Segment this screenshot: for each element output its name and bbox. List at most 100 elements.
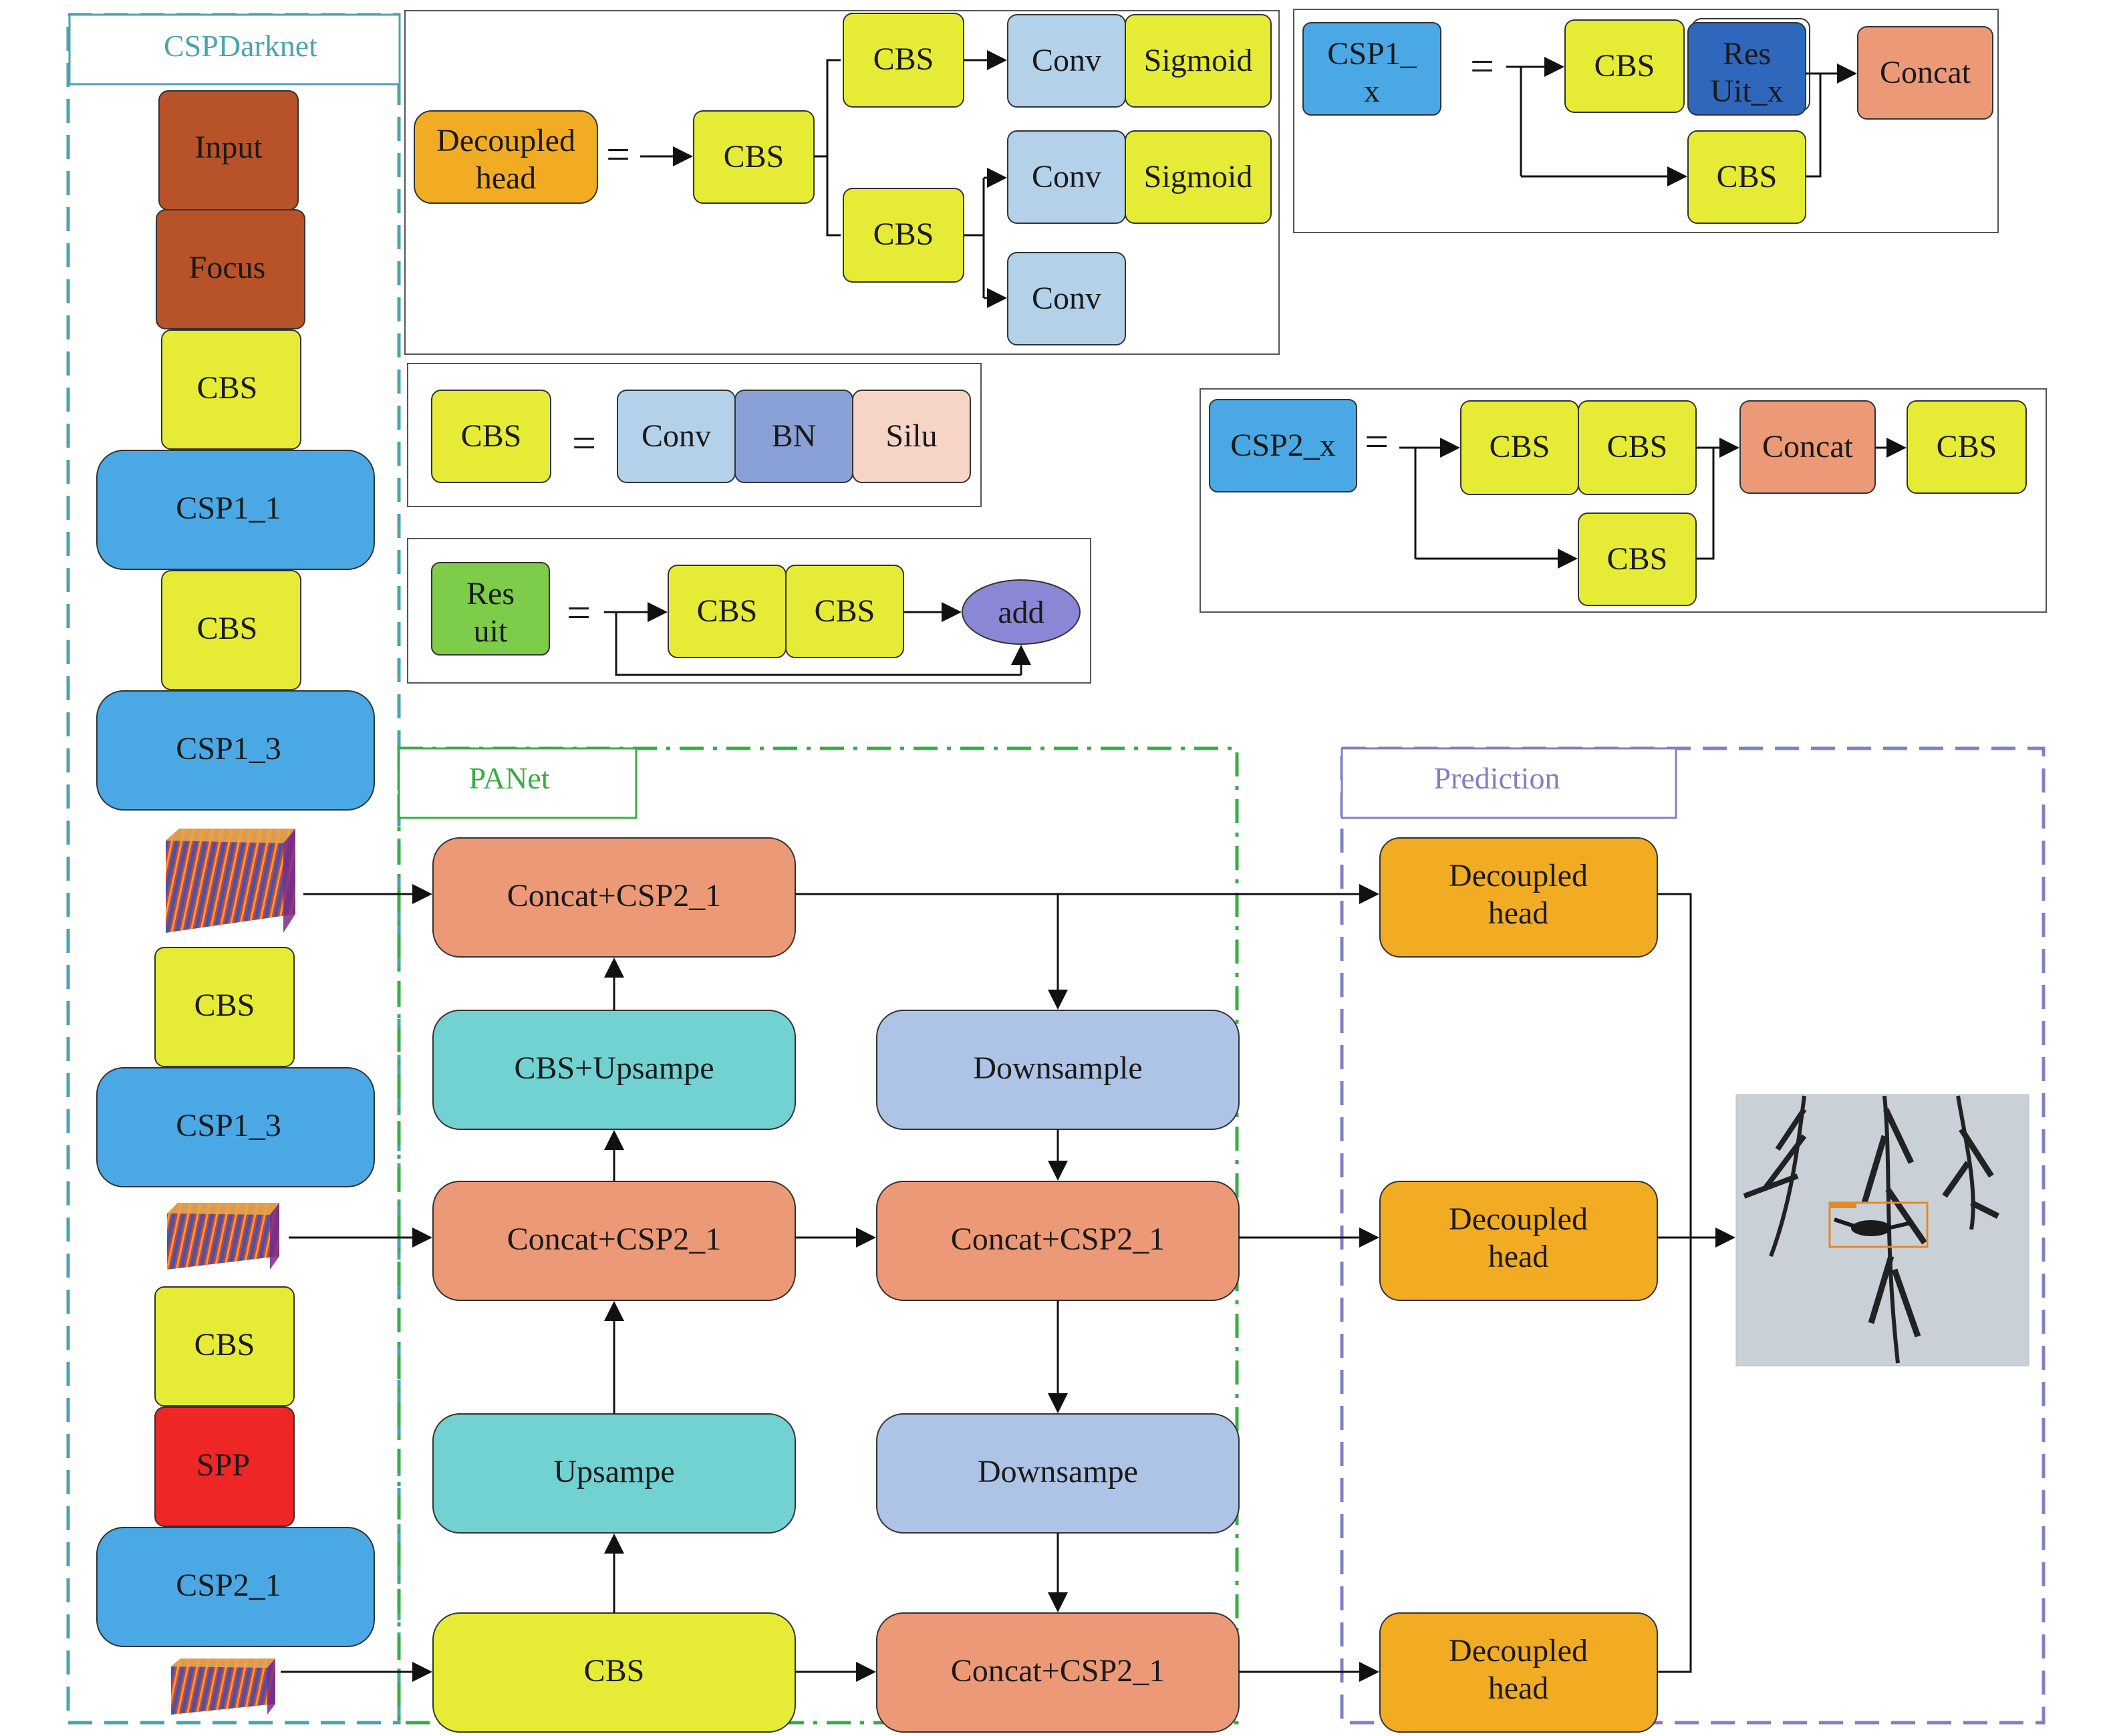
legend-resunit-cbs-a: CBS	[668, 565, 787, 658]
equals-sign: =	[1470, 42, 1494, 90]
svg-text:Res: Res	[466, 576, 515, 611]
svg-text:x: x	[1364, 74, 1380, 109]
svg-text:CBS: CBS	[1607, 541, 1668, 577]
connector-arrows	[281, 884, 1735, 1682]
legend-decoupled-lhs: Decoupled head	[414, 110, 598, 204]
legend-cbs-bn: BN	[734, 390, 853, 483]
legend-csp2-cbs-a: CBS	[1460, 400, 1579, 495]
equals-sign: =	[572, 419, 596, 466]
svg-text:CBS: CBS	[1937, 429, 1997, 464]
svg-text:Decoupled: Decoupled	[436, 123, 575, 158]
legend-csp1: CSP1_ x = CBS Res Uit_x Concat CBS	[1293, 9, 1999, 233]
svg-text:Downsample: Downsample	[973, 1050, 1142, 1086]
legend-cbs-conv: Conv	[617, 390, 736, 483]
legend-decoupled-conv-c: Conv	[1007, 252, 1126, 345]
legend-decoupled-sigmoid-a: Sigmoid	[1125, 14, 1272, 108]
feature-map-small	[171, 1658, 275, 1715]
svg-text:Conv: Conv	[1032, 281, 1101, 316]
svg-text:Upsampe: Upsampe	[553, 1454, 674, 1489]
legend-decoupled-cbs-a: CBS	[693, 110, 815, 204]
svg-text:BN: BN	[772, 418, 817, 454]
svg-text:CBS: CBS	[461, 418, 522, 454]
legend-csp2-lhs: CSP2_x	[1209, 399, 1357, 492]
equals-sign: =	[567, 589, 591, 636]
svg-text:Concat+CSP2_1: Concat+CSP2_1	[951, 1653, 1165, 1689]
svg-text:CBS: CBS	[873, 216, 934, 252]
backbone-spp-block: SPP	[154, 1407, 295, 1527]
legend-resunit-add: add	[962, 579, 1081, 645]
svg-text:Concat+CSP2_1: Concat+CSP2_1	[951, 1221, 1165, 1257]
neck-title: PANet	[469, 761, 550, 795]
svg-text:CSP1_: CSP1_	[1327, 36, 1417, 71]
neck-concat-top: Concat+CSP2_1	[432, 837, 796, 958]
svg-text:Conv: Conv	[1032, 159, 1101, 194]
backbone-csp1-3-block-b: CSP1_3	[96, 1067, 375, 1187]
legend-decoupled-sigmoid-b: Sigmoid	[1125, 130, 1272, 224]
svg-text:CBS: CBS	[197, 611, 258, 646]
backbone-cbs-block-3: CBS	[154, 947, 295, 1067]
legend-csp2-concat: Concat	[1739, 400, 1876, 494]
backbone-csp2-1-block: CSP2_1	[96, 1527, 375, 1647]
svg-text:CBS: CBS	[1490, 429, 1550, 464]
legend-csp2-cbs-c: CBS	[1907, 400, 2027, 494]
svg-text:CSP2_x: CSP2_x	[1230, 428, 1335, 463]
legend-decoupled-head: Decoupled head = CBS CBS CBS Conv Sigmoi…	[404, 10, 1280, 355]
neck-cbs-upsampe: CBS+Upsampe	[432, 1010, 796, 1130]
legend-csp1-cbs-a: CBS	[1564, 19, 1685, 113]
svg-text:head: head	[1488, 1239, 1549, 1274]
prediction-head-1: Decoupled head	[1379, 837, 1658, 958]
svg-text:CBS: CBS	[724, 139, 785, 174]
svg-text:head: head	[1488, 895, 1549, 931]
backbone-title-box: CSPDarknet	[68, 13, 401, 86]
legend-resunit-lhs: Res uit	[431, 562, 550, 656]
svg-text:Silu: Silu	[885, 418, 937, 454]
svg-text:CSP1_1: CSP1_1	[176, 490, 281, 526]
legend-csp1-resuit: Res Uit_x	[1687, 18, 1810, 116]
svg-text:CSP2_1: CSP2_1	[176, 1568, 281, 1603]
svg-text:CBS: CBS	[815, 593, 875, 629]
neck-concat-bottom: Concat+CSP2_1	[876, 1612, 1240, 1733]
svg-text:Sigmoid: Sigmoid	[1144, 43, 1253, 78]
equals-sign: =	[606, 130, 630, 178]
feature-map-large	[166, 829, 295, 933]
svg-text:CBS: CBS	[1594, 48, 1655, 84]
legend-csp2-cbs-b: CBS	[1578, 400, 1697, 495]
neck-title-box: PANet	[398, 747, 638, 819]
svg-text:Sigmoid: Sigmoid	[1144, 159, 1253, 194]
prediction-head-2: Decoupled head	[1379, 1181, 1658, 1301]
legend-csp2-cbs-d: CBS	[1578, 513, 1697, 606]
svg-text:CBS: CBS	[1717, 159, 1778, 194]
backbone-title: CSPDarknet	[164, 29, 317, 63]
prediction-head-3: Decoupled head	[1379, 1612, 1658, 1733]
legend-resunit: Res uit = CBS CBS add	[407, 538, 1091, 684]
svg-text:Uit_x: Uit_x	[1710, 74, 1783, 109]
detection-result-image	[1735, 1094, 2029, 1366]
svg-text:Concat+CSP2_1: Concat+CSP2_1	[507, 1221, 721, 1257]
prediction-title: Prediction	[1433, 761, 1560, 795]
svg-text:CBS: CBS	[197, 370, 258, 406]
svg-text:Res: Res	[1723, 36, 1771, 71]
legend-csp1-cbs-b: CBS	[1687, 130, 1806, 224]
svg-text:CBS: CBS	[584, 1653, 645, 1689]
neck-downsampe: Downsampe	[876, 1413, 1240, 1534]
neck-upsampe: Upsampe	[432, 1413, 796, 1534]
svg-text:Concat: Concat	[1762, 429, 1854, 464]
equals-sign: =	[1365, 418, 1389, 465]
svg-text:head: head	[476, 160, 537, 196]
svg-text:Decoupled: Decoupled	[1449, 858, 1588, 893]
svg-text:CBS: CBS	[697, 593, 758, 629]
legend-cbs: CBS = Conv BN Silu	[407, 363, 982, 507]
svg-text:Decoupled: Decoupled	[1449, 1201, 1588, 1237]
svg-text:CSP1_3: CSP1_3	[176, 1108, 281, 1143]
svg-text:Conv: Conv	[1032, 43, 1101, 78]
svg-text:Downsampe: Downsampe	[978, 1454, 1138, 1489]
svg-text:add: add	[998, 595, 1044, 630]
neck-downsample: Downsample	[876, 1010, 1240, 1130]
feature-map-medium	[167, 1203, 279, 1270]
svg-text:CBS: CBS	[1607, 429, 1668, 464]
legend-csp1-concat: Concat	[1857, 26, 1993, 120]
svg-text:Concat+CSP2_1: Concat+CSP2_1	[507, 878, 721, 913]
svg-text:CSP1_3: CSP1_3	[176, 731, 281, 766]
backbone-csp1-3-block-a: CSP1_3	[96, 690, 375, 811]
